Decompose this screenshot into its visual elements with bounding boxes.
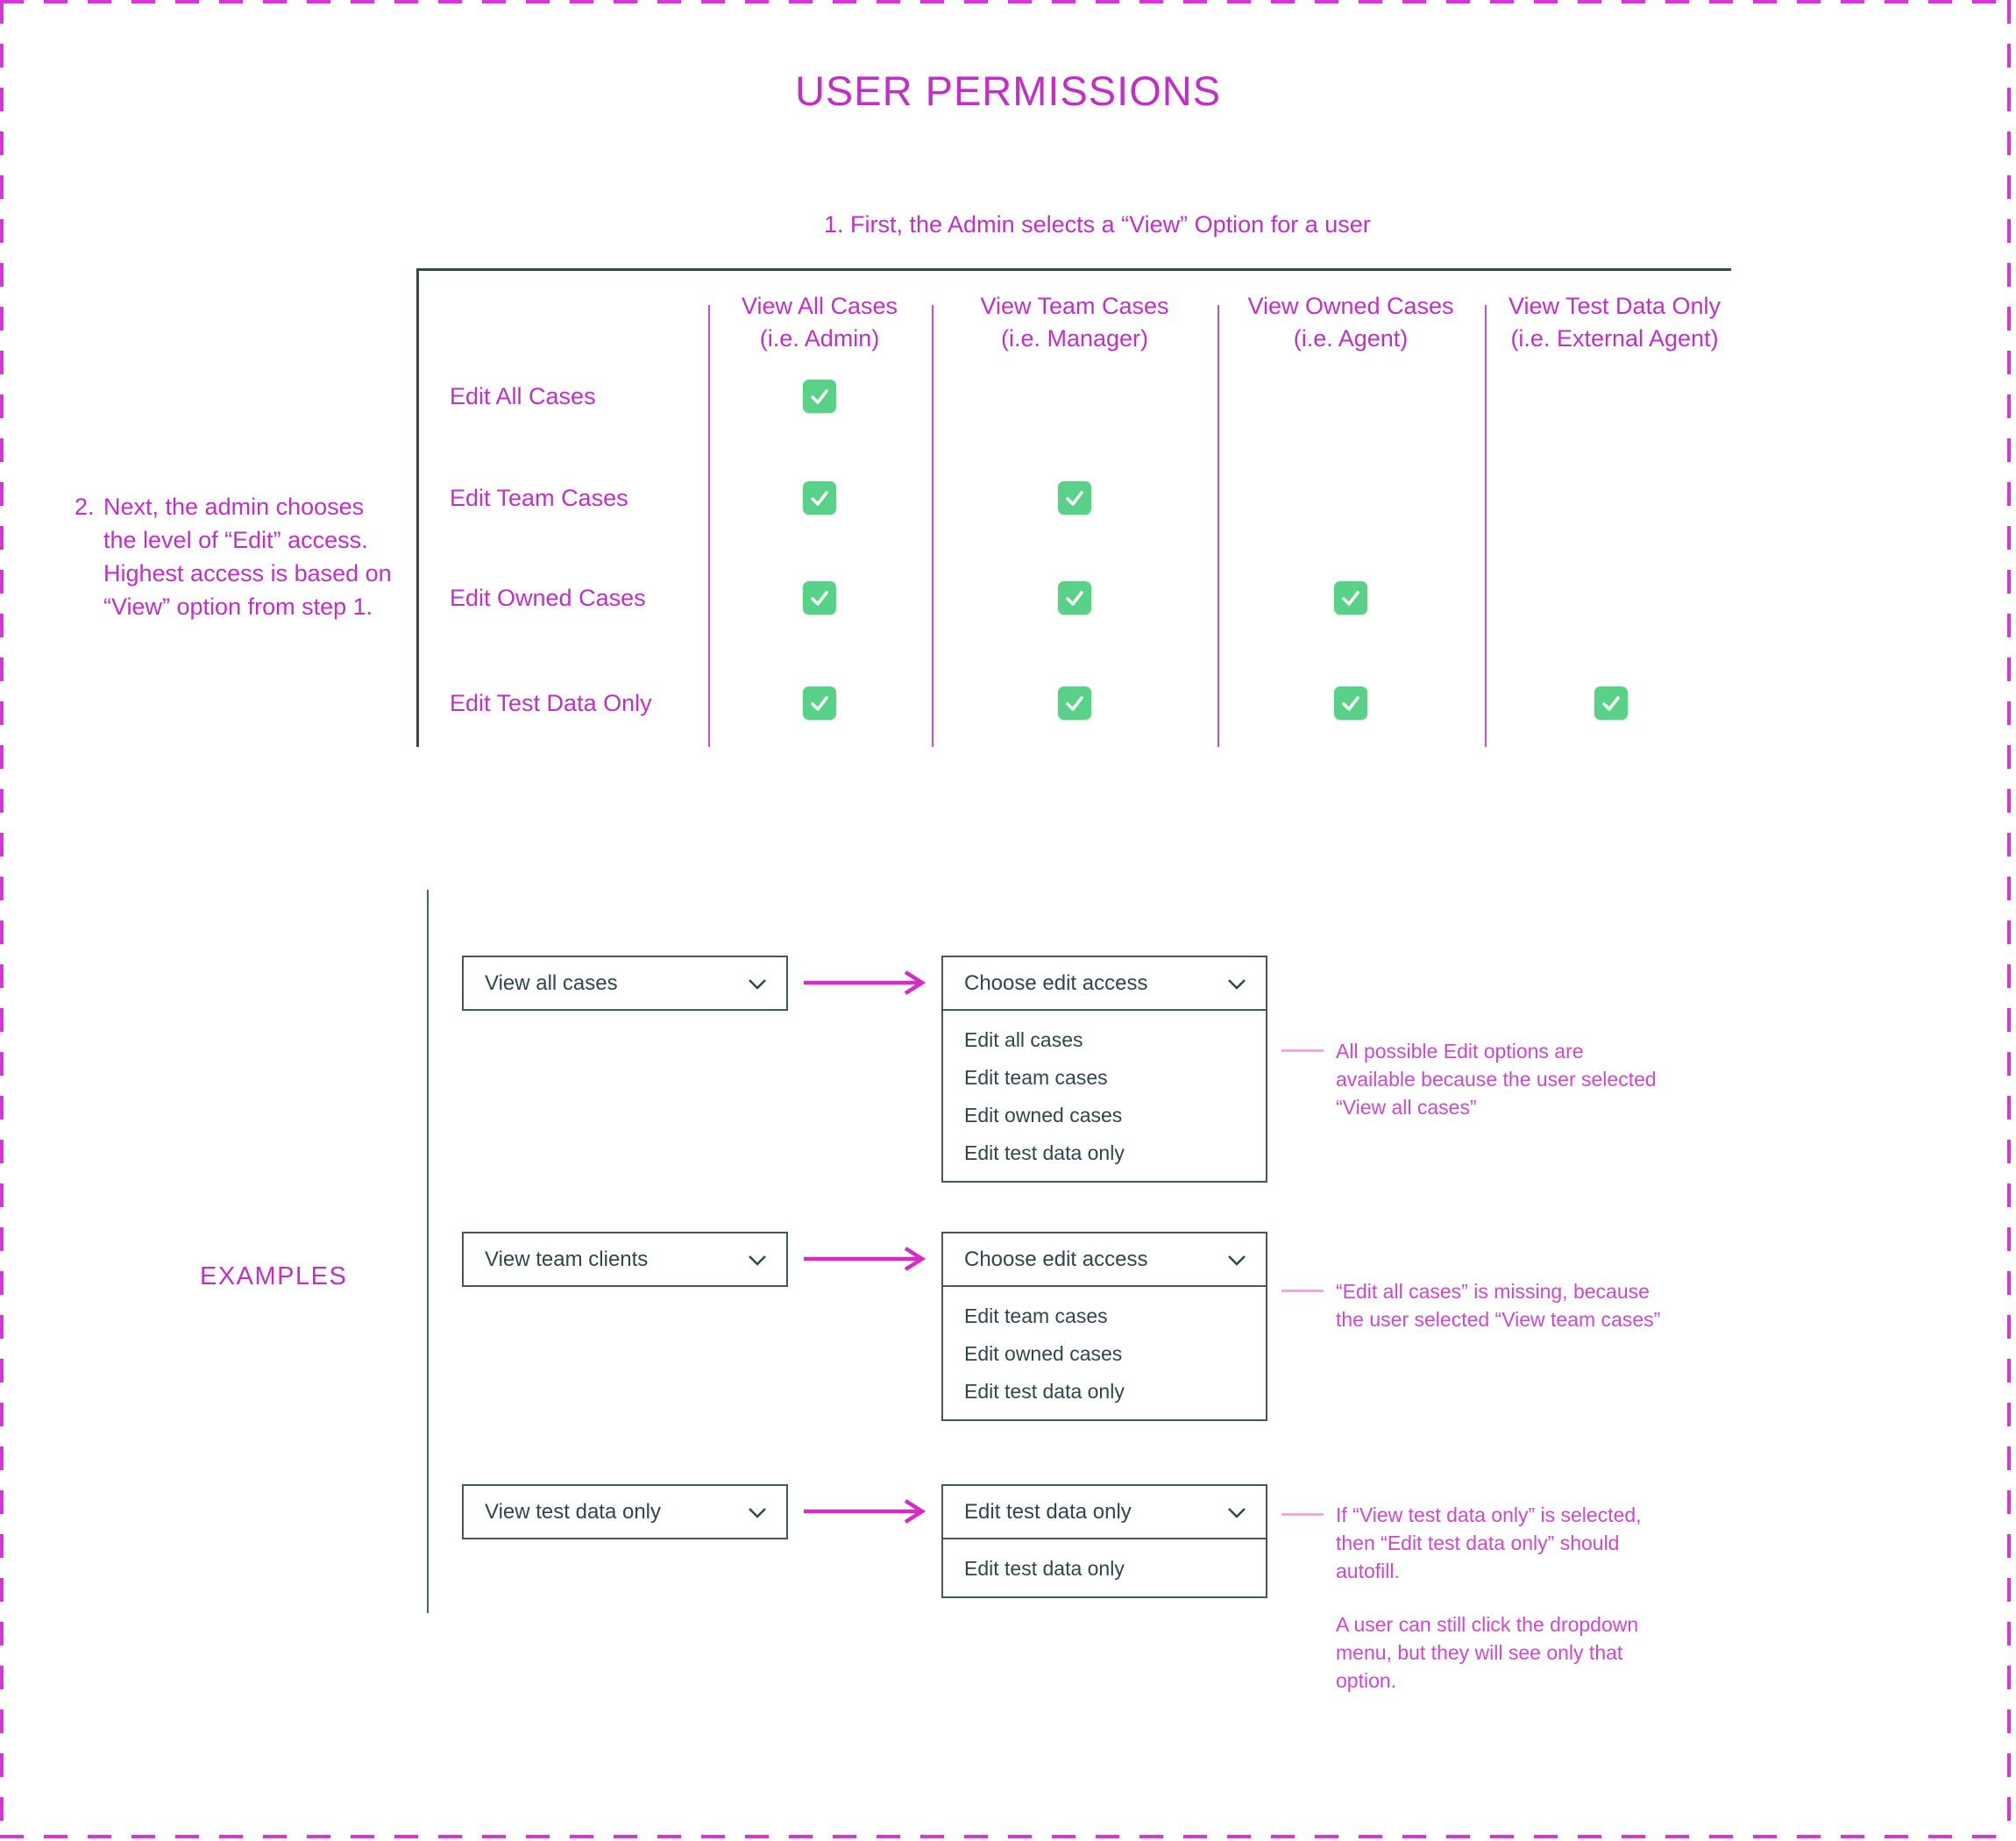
checkbox-checked-icon: [1594, 686, 1628, 720]
checkbox-checked-icon: [1058, 481, 1091, 515]
menu-item[interactable]: Edit test data only: [964, 1557, 1125, 1580]
edit-options-menu: Edit team cases Edit owned cases Edit te…: [941, 1285, 1267, 1421]
matrix-check-cell[interactable]: [803, 481, 836, 515]
arrow-right-icon: [803, 1246, 931, 1272]
matrix-check-cell[interactable]: [1334, 481, 1367, 515]
checkbox-checked-icon: [1058, 686, 1091, 720]
column-header-view-owned: View Owned Cases (i.e. Agent): [1247, 293, 1454, 352]
dashed-border-right: [2007, 0, 2011, 1841]
page-title: USER PERMISSIONS: [794, 68, 1222, 114]
dashed-border-top: [0, 0, 2016, 4]
matrix-left-border: [416, 268, 419, 747]
chevron-down-icon: [748, 1500, 767, 1525]
annotation-leader-line: [1281, 1513, 1324, 1516]
examples-divider-line: [427, 890, 429, 1613]
menu-item[interactable]: Edit all cases: [964, 1028, 1083, 1051]
view-select-dropdown[interactable]: View all cases: [462, 956, 788, 1011]
view-select-dropdown[interactable]: View team clients: [462, 1232, 788, 1287]
chevron-down-icon: [1227, 1500, 1246, 1525]
examples-heading: EXAMPLES: [200, 1262, 348, 1290]
matrix-column-divider: [708, 305, 710, 747]
menu-item[interactable]: Edit test data only: [964, 1380, 1125, 1403]
annotation-note: “Edit all cases” is missing, because the…: [1336, 1280, 1661, 1331]
matrix-check-cell[interactable]: [1058, 686, 1091, 720]
matrix-column-divider: [1485, 305, 1487, 747]
annotation-note: All possible Edit options are available …: [1336, 1040, 1657, 1119]
checkbox-checked-icon: [1334, 581, 1367, 615]
row-label-edit-all: Edit All Cases: [450, 383, 596, 409]
menu-item[interactable]: Edit owned cases: [964, 1342, 1123, 1365]
edit-select-value: Choose edit access: [964, 970, 1148, 995]
chevron-down-icon: [748, 971, 767, 996]
view-select-value: View all cases: [485, 970, 618, 995]
annotation-note: If “View test data only” is selected, th…: [1336, 1503, 1642, 1582]
checkbox-checked-icon: [803, 481, 836, 515]
row-label-edit-team: Edit Team Cases: [450, 485, 628, 511]
step2-lines: Next, the admin chooses the level of “Ed…: [103, 494, 392, 620]
matrix-check-cell[interactable]: [1058, 481, 1091, 515]
matrix-check-cell[interactable]: [1058, 581, 1091, 615]
step2-caption: 2. Next, the admin chooses the level of …: [75, 490, 392, 623]
column-header-view-team: View Team Cases (i.e. Manager): [980, 293, 1169, 352]
matrix-check-cell[interactable]: [803, 380, 836, 413]
step1-caption: 1. First, the Admin selects a “View” Opt…: [824, 211, 1371, 238]
matrix-check-cell[interactable]: [803, 686, 836, 720]
matrix-check-cell[interactable]: [1594, 481, 1628, 515]
matrix-column-divider: [1217, 305, 1219, 747]
matrix-check-cell[interactable]: [1594, 380, 1628, 413]
checkbox-checked-icon: [1334, 686, 1367, 720]
matrix-check-cell[interactable]: [1334, 380, 1367, 413]
chevron-down-icon: [1227, 971, 1246, 996]
matrix-column-divider: [932, 305, 933, 747]
edit-select-dropdown[interactable]: Choose edit access: [941, 1232, 1267, 1287]
chevron-down-icon: [1227, 1247, 1246, 1272]
menu-item[interactable]: Edit owned cases: [964, 1104, 1123, 1127]
view-select-value: View test data only: [485, 1499, 662, 1524]
menu-item[interactable]: Edit test data only: [964, 1141, 1125, 1164]
annotation-note-secondary: A user can still click the dropdown menu…: [1336, 1613, 1639, 1692]
checkbox-checked-icon: [803, 581, 836, 615]
step2-number: 2.: [75, 494, 95, 520]
edit-select-value: Edit test data only: [964, 1499, 1132, 1524]
edit-select-dropdown[interactable]: Edit test data only: [941, 1484, 1267, 1539]
row-label-edit-test: Edit Test Data Only: [450, 690, 652, 716]
menu-item[interactable]: Edit team cases: [964, 1066, 1108, 1089]
annotation-leader-line: [1281, 1049, 1324, 1052]
matrix-check-cell[interactable]: [1334, 581, 1367, 615]
chevron-down-icon: [748, 1247, 767, 1272]
arrow-right-icon: [803, 970, 931, 996]
column-header-view-test: View Test Data Only (i.e. External Agent…: [1508, 293, 1721, 352]
dashed-border-left: [0, 0, 4, 1841]
edit-options-menu: Edit test data only: [941, 1538, 1267, 1598]
edit-options-menu: Edit all cases Edit team cases Edit owne…: [941, 1009, 1267, 1183]
matrix-check-cell[interactable]: [1594, 686, 1628, 720]
edit-select-value: Choose edit access: [964, 1247, 1148, 1271]
column-header-view-all: View All Cases (i.e. Admin): [741, 293, 898, 352]
matrix-check-cell[interactable]: [803, 581, 836, 615]
edit-select-dropdown[interactable]: Choose edit access: [941, 956, 1267, 1011]
view-select-dropdown[interactable]: View test data only: [462, 1484, 788, 1539]
checkbox-checked-icon: [803, 380, 836, 413]
menu-item[interactable]: Edit team cases: [964, 1304, 1108, 1327]
matrix-check-cell[interactable]: [1058, 380, 1091, 413]
matrix-check-cell[interactable]: [1594, 581, 1628, 615]
matrix-check-cell[interactable]: [1334, 686, 1367, 720]
matrix-top-border: [416, 268, 1731, 271]
row-label-edit-owned: Edit Owned Cases: [450, 585, 646, 611]
checkbox-checked-icon: [1058, 581, 1091, 615]
checkbox-checked-icon: [803, 686, 836, 720]
view-select-value: View team clients: [485, 1247, 649, 1271]
annotation-leader-line: [1281, 1290, 1324, 1292]
arrow-right-icon: [803, 1498, 931, 1525]
dashed-border-bottom: [0, 1835, 2016, 1838]
